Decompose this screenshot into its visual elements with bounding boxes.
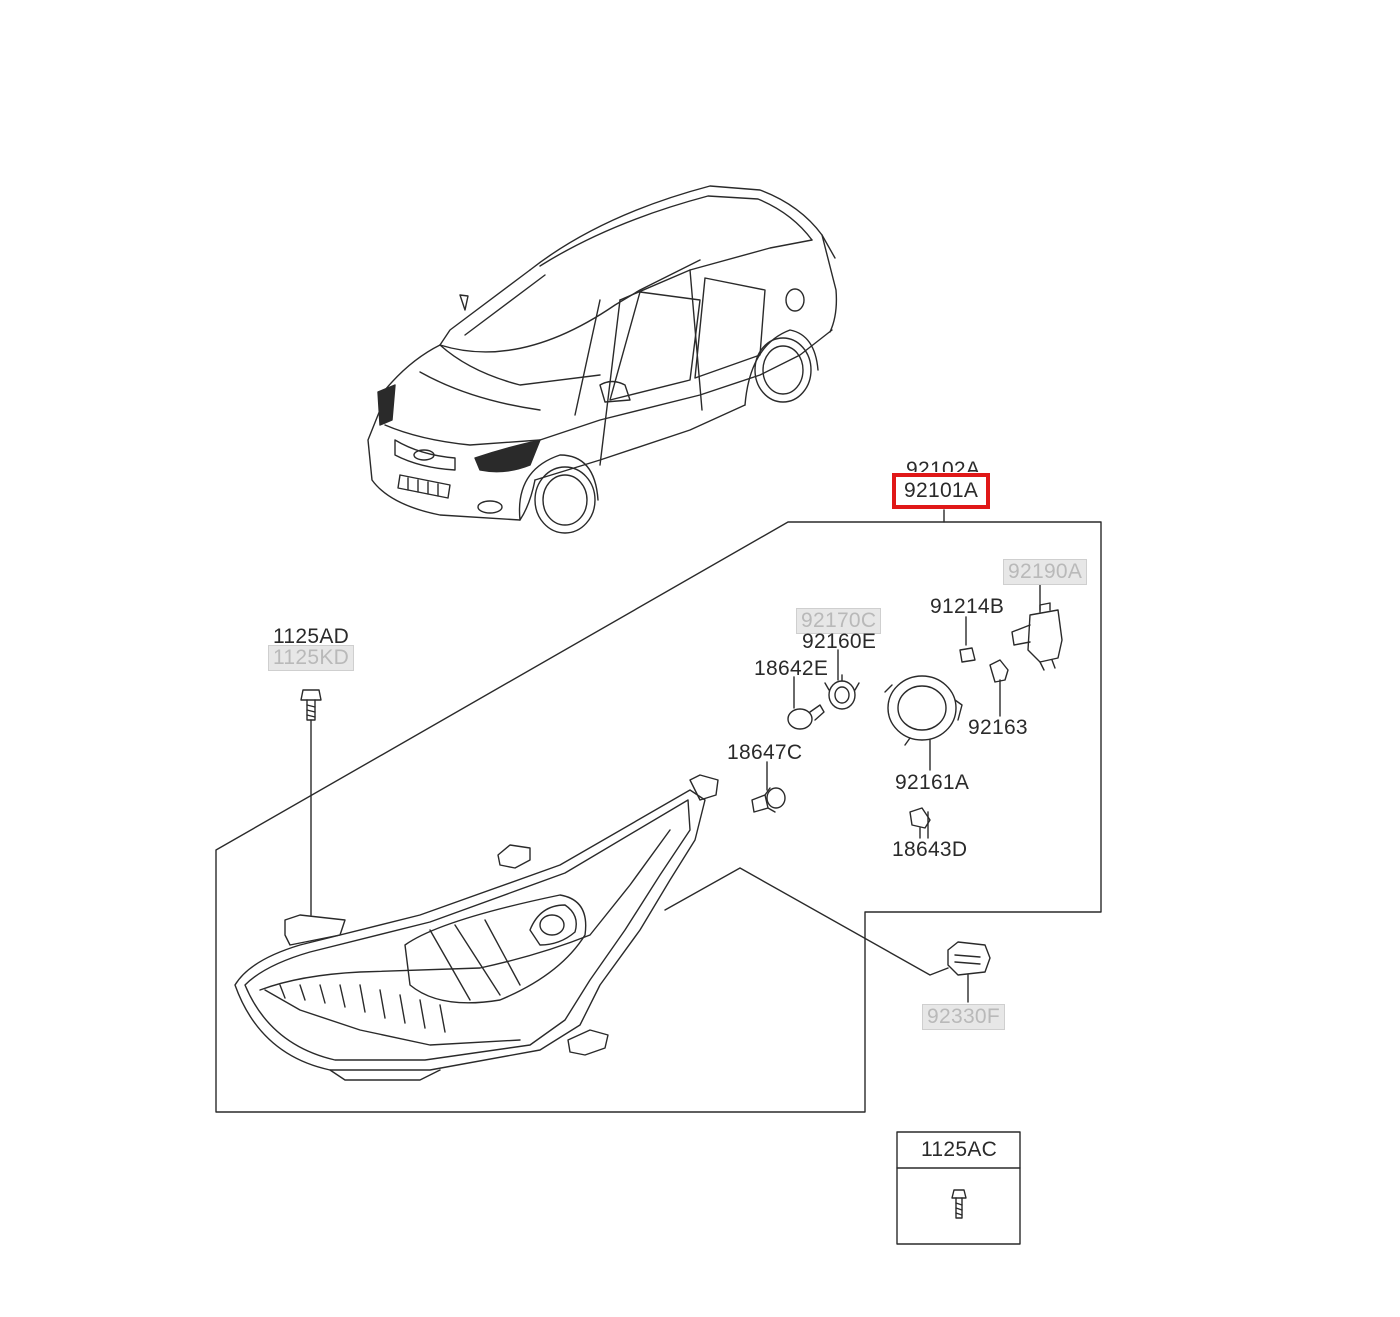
part-label-92163[interactable]: 92163 [968,716,1028,739]
cap-ring-icon [884,675,963,746]
part-label-92170C[interactable]: 92170C [796,608,882,634]
socket-icon [824,674,860,710]
car-illustration [367,185,838,534]
part-label-1125AD[interactable]: 1125AD [273,625,350,648]
headlamp-assembly [234,774,719,1081]
part-label-92102A[interactable]: 92102A [906,458,981,472]
part-label-92160E[interactable]: 92160E [802,630,877,653]
part-label-92161A[interactable]: 92161A [895,771,970,794]
leader-lines [310,584,1041,1003]
clip-icon [959,647,976,663]
bulb-icon [751,787,786,813]
connector-icon [947,941,991,976]
clip-icon [989,659,1009,683]
bolt-icon [300,689,322,721]
part-label-18647C[interactable]: 18647C [727,741,803,764]
part-label-92330F[interactable]: 92330F [922,1004,1006,1030]
bolt-icon [951,1189,967,1219]
inset-box-1125AC [896,1131,1021,1245]
actuator-icon [1011,602,1063,671]
part-label-1125AC[interactable]: 1125AC [921,1138,998,1161]
part-label-18643D[interactable]: 18643D [892,838,968,861]
bulb-icon [909,807,931,839]
part-label-92101A[interactable]: 92101A [892,473,991,509]
bulb-icon [787,704,825,730]
part-label-92190A[interactable]: 92190A [1003,559,1088,585]
part-label-18642E[interactable]: 18642E [754,657,829,680]
part-label-91214B[interactable]: 91214B [930,595,1005,618]
part-label-1125KD[interactable]: 1125KD [268,645,355,671]
